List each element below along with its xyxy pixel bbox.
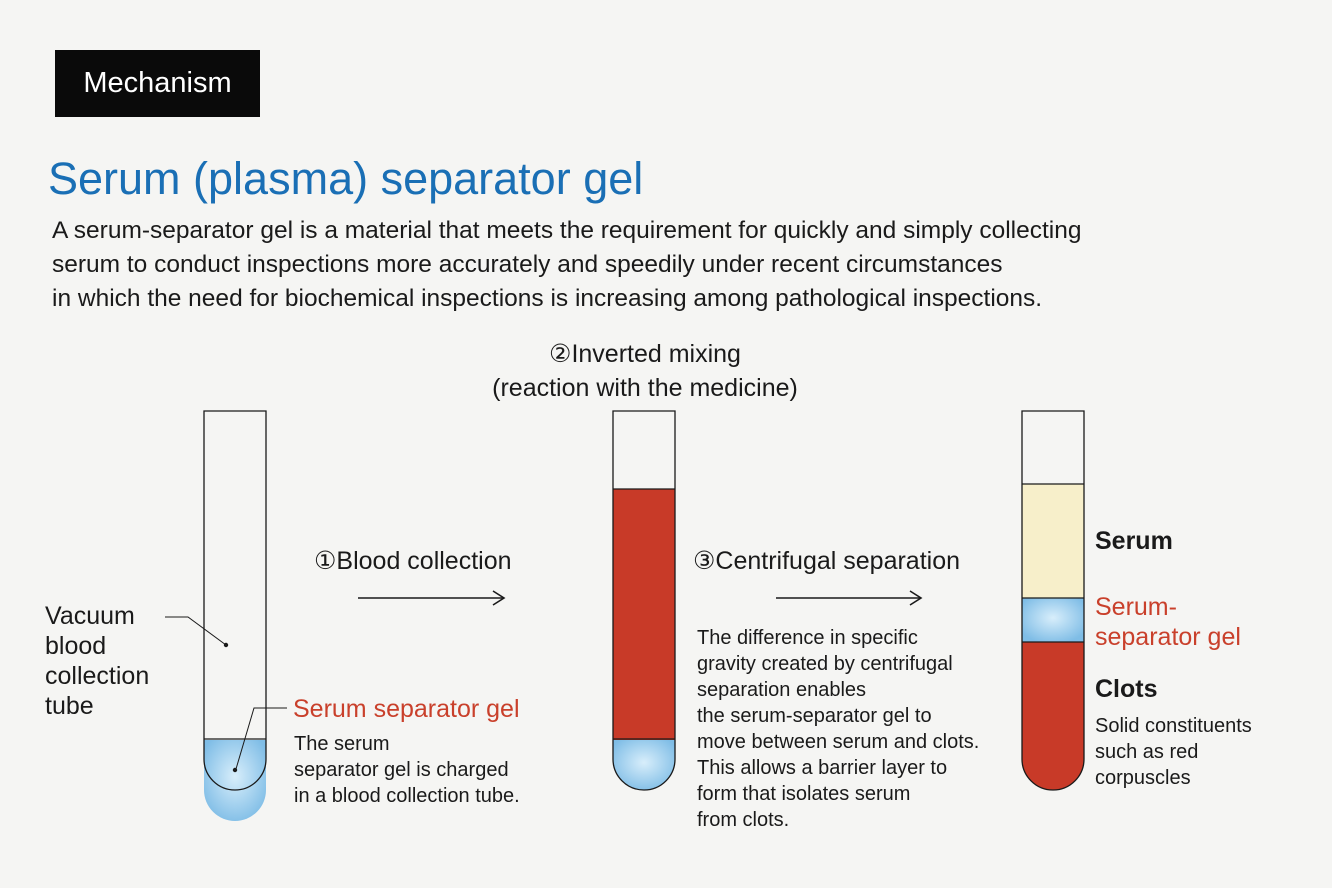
arrow-step-1 [358, 590, 506, 606]
step-2-title: ②Inverted mixing [549, 340, 741, 368]
centrifugal-description-line: move between serum and clots. [697, 731, 980, 753]
centrifugal-description-line: the serum-separator gel to [697, 705, 932, 727]
clots-description-line: Solid constituents [1095, 715, 1252, 737]
centrifugal-description-line: This allows a barrier layer to [697, 757, 948, 779]
serum-label: Serum [1095, 527, 1173, 555]
tube-2-blood [612, 410, 676, 791]
tube-2-gel [613, 740, 675, 790]
tube-1-gel [204, 740, 266, 821]
intro-line: A serum-separator gel is a material that… [52, 217, 1082, 244]
separated-gel-label-line: Serum- [1095, 593, 1177, 621]
mechanism-badge: Mechanism [55, 50, 260, 117]
centrifugal-description-line: from clots. [697, 809, 790, 831]
step-2-label: ②Inverted mixing (reaction with the medi… [440, 337, 850, 405]
vacuum-tube-label-line: collection [45, 662, 150, 690]
vacuum-tube-label-line: tube [45, 692, 94, 720]
clots-description-line: corpuscles [1095, 767, 1191, 789]
clots-description-line: such as red [1095, 741, 1199, 763]
step-2-subtitle: (reaction with the medicine) [492, 374, 798, 402]
separated-gel-label: Serum- separator gel [1095, 592, 1241, 652]
centrifugal-description-line: separation enables [697, 679, 867, 701]
vacuum-tube-label-line: blood [45, 632, 107, 660]
tube-3-clot-layer [1022, 642, 1084, 790]
tube-2-blood-layer [613, 489, 675, 740]
centrifugal-description-line: form that isolates serum [697, 783, 911, 805]
centrifugal-description-line: gravity created by centrifugal [697, 653, 953, 675]
centrifugal-description: The difference in specific gravity creat… [697, 625, 979, 833]
tube-3-separated [1021, 410, 1085, 791]
centrifugal-description-line: The difference in specific [697, 627, 918, 649]
serum-separator-gel-label: Serum separator gel [293, 695, 520, 723]
tube-1-leaders [165, 616, 287, 773]
intro-line: in which the need for biochemical inspec… [52, 285, 1043, 312]
page-title: Serum (plasma) separator gel [48, 153, 644, 204]
intro-paragraph: A serum-separator gel is a material that… [52, 214, 1292, 316]
gel-description-line: separator gel is charged [294, 759, 509, 781]
gel-description-line: The serum [294, 733, 390, 755]
tube-1-empty [203, 410, 267, 821]
clots-label: Clots [1095, 675, 1158, 703]
vacuum-tube-label-line: Vacuum [45, 602, 135, 630]
clots-description: Solid constituents such as red corpuscle… [1095, 713, 1252, 791]
vacuum-tube-label: Vacuum blood collection tube [45, 601, 149, 721]
tube-3-serum-layer [1022, 484, 1084, 598]
step-1-label: ①Blood collection [314, 547, 512, 575]
gel-description: The serum separator gel is charged in a … [294, 731, 520, 809]
intro-line: serum to conduct inspections more accura… [52, 251, 1003, 278]
step-3-label: ③Centrifugal separation [693, 547, 961, 575]
arrow-step-3 [776, 590, 923, 606]
separated-gel-label-line: separator gel [1095, 623, 1241, 651]
tube-3-gel-layer [1022, 598, 1084, 642]
gel-description-line: in a blood collection tube. [294, 785, 520, 807]
